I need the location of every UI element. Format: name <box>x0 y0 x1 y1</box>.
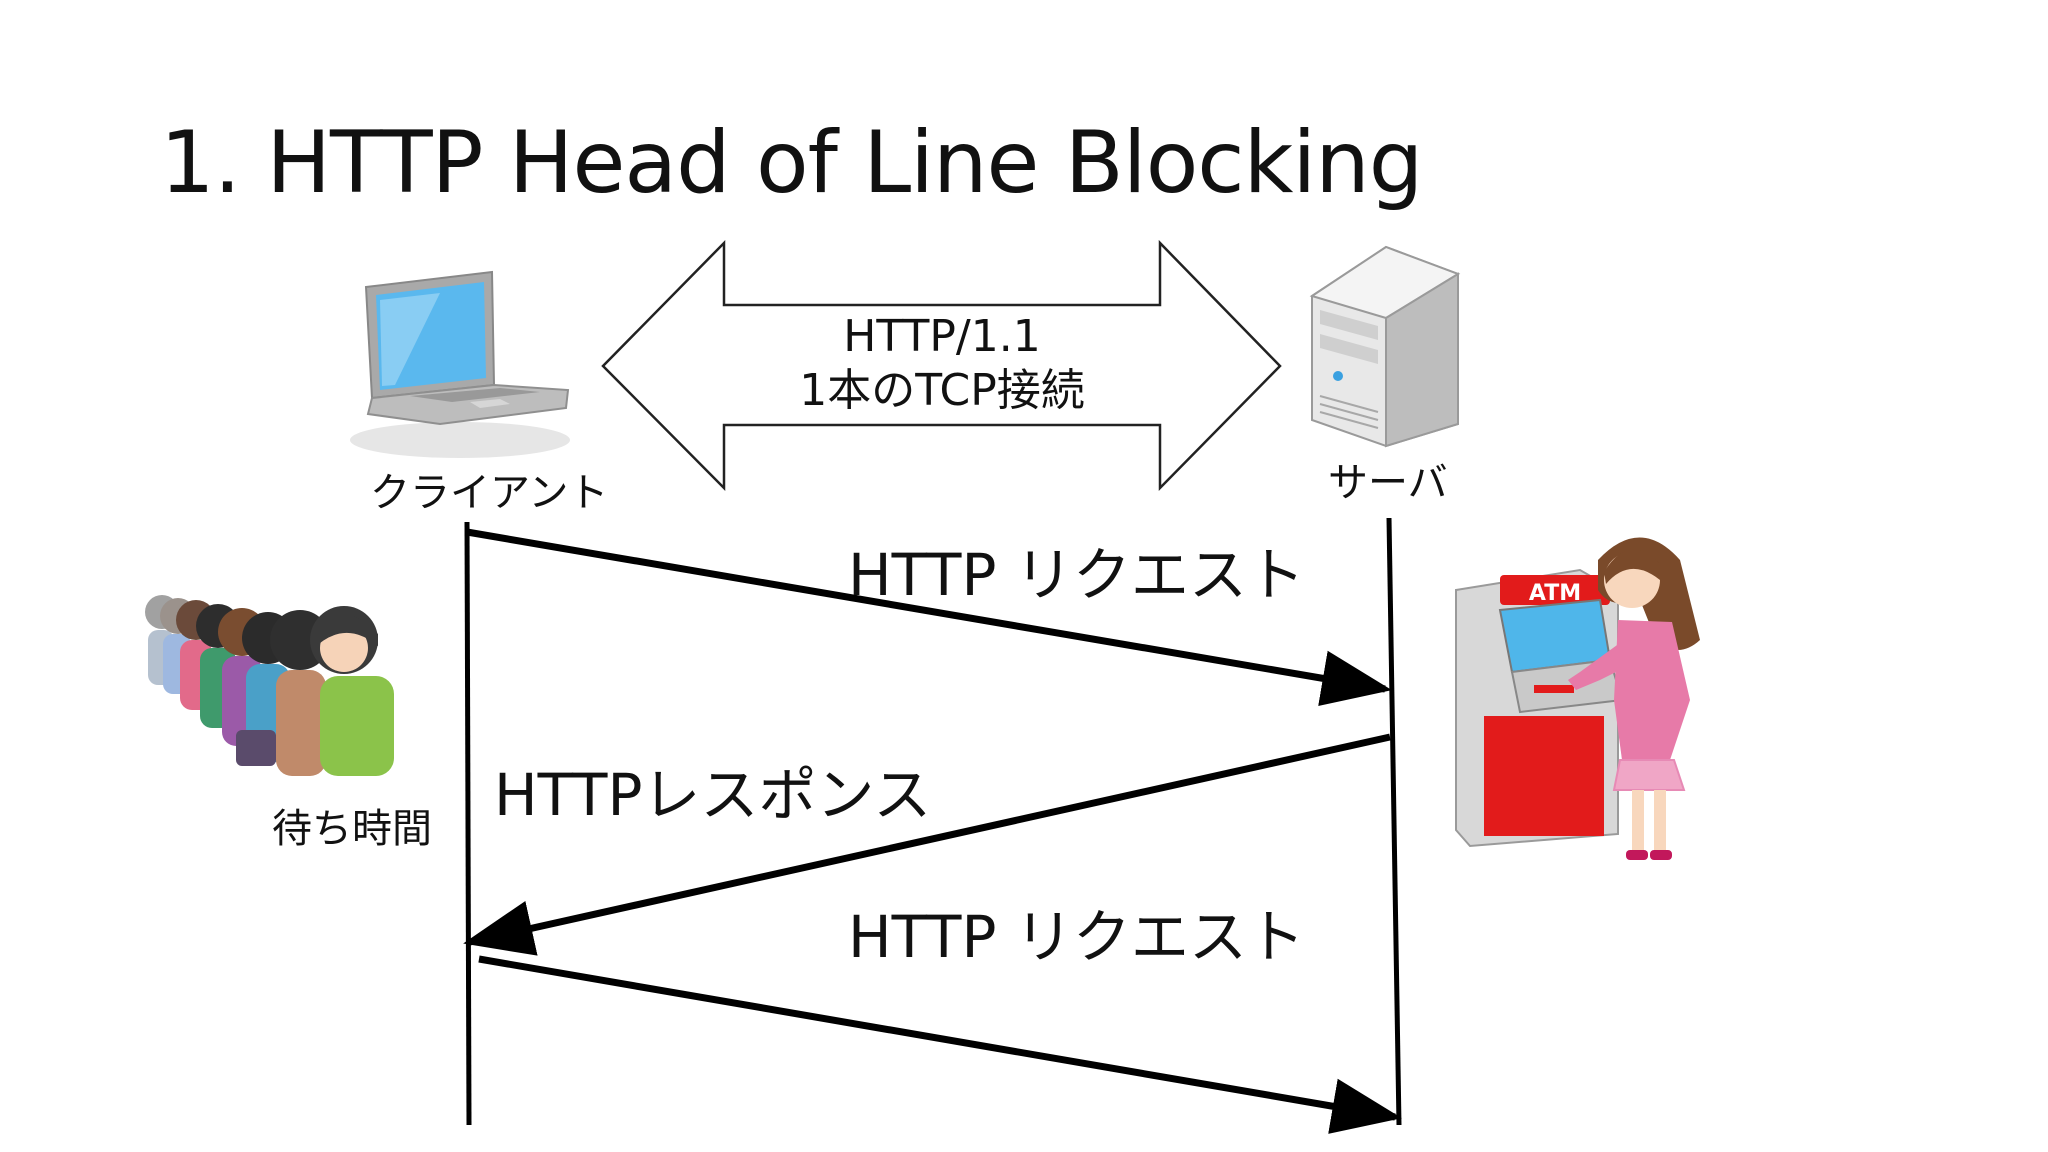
slide-title: 1. HTTP Head of Line Blocking <box>160 113 1423 213</box>
queue-wait-label: 待ち時間 <box>272 806 432 852</box>
response-label: HTTPレスポンス <box>494 761 932 829</box>
laptop-icon <box>350 270 570 458</box>
request-label-2: HTTP リクエスト <box>848 903 1305 971</box>
request-arrow-1 <box>466 528 1392 706</box>
server-icon <box>1309 245 1461 448</box>
woman-illustration <box>1568 537 1700 860</box>
server-label: サーバ <box>1328 460 1448 506</box>
tcp-connection-double-arrow <box>601 239 1282 492</box>
client-lifeline <box>464 521 472 1126</box>
request-arrow-2 <box>478 955 1402 1134</box>
queue-illustration <box>145 595 394 776</box>
connection-protocol-label: HTTP/1.1 <box>843 311 1041 362</box>
server-lifeline <box>1386 517 1402 1126</box>
atm-sign-text: ATM <box>1529 581 1581 606</box>
request-label-1: HTTP リクエスト <box>848 541 1305 609</box>
atm-illustration <box>1455 568 1624 848</box>
response-arrow <box>463 733 1391 956</box>
connection-tcp-label: 1本のTCP接続 <box>799 365 1085 416</box>
client-label: クライアント <box>370 470 609 516</box>
